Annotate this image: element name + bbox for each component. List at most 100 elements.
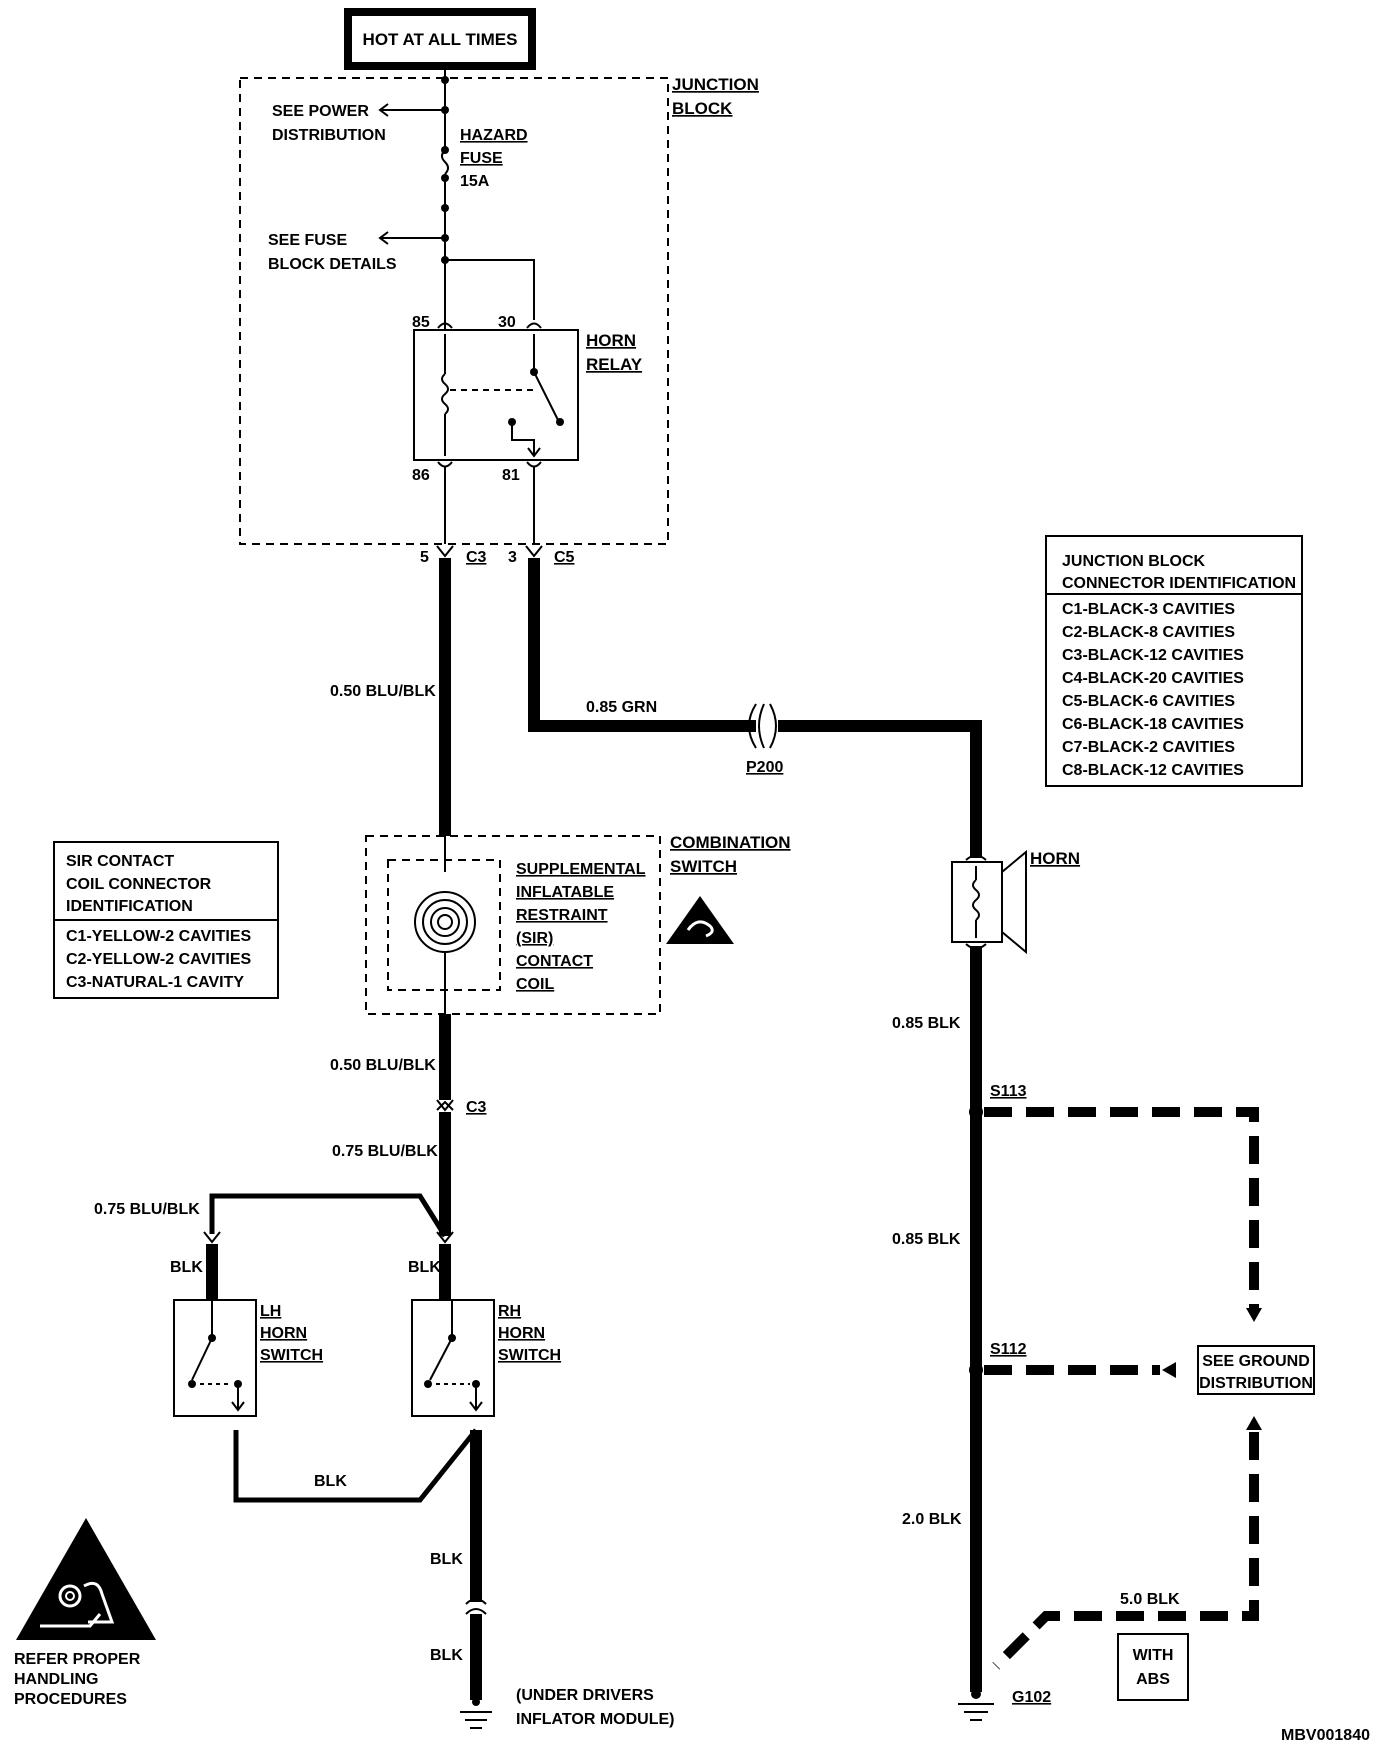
p200-connector	[748, 703, 777, 749]
with-abs-label-1: WITH	[1133, 1647, 1174, 1664]
junction-block-feed	[378, 70, 535, 330]
horn-label: HORN	[1030, 849, 1080, 868]
splice-s113	[969, 1105, 983, 1119]
refer-proper-label-3: PROCEDURES	[14, 1691, 127, 1708]
p200-label: P200	[746, 759, 783, 776]
combination-switch-label-2: SWITCH	[670, 857, 737, 876]
see-power-label-2: DISTRIBUTION	[272, 127, 386, 144]
jb-table-row: C4-BLACK-20 CAVITIES	[1062, 670, 1244, 687]
junction-block-table	[1045, 535, 1303, 787]
sir-warning-icon	[666, 896, 734, 944]
junction-block-label-1: JUNCTION	[672, 75, 759, 94]
see-ground-label-2: DISTRIBUTION	[1199, 1375, 1313, 1392]
wire-label-20-blk: 2.0 BLK	[902, 1511, 962, 1528]
jb-conn-c5: C5	[554, 549, 575, 566]
jb-pin-5: 5	[420, 549, 429, 566]
sir-table-row: C1-YELLOW-2 CAVITIES	[66, 928, 252, 945]
wire-blk-switch-join	[233, 1428, 478, 1503]
wire-grn-to-horn	[778, 720, 982, 858]
see-power-label-1: SEE POWER	[272, 103, 369, 120]
rh-switch-label-3: SWITCH	[498, 1347, 561, 1364]
wire-label-blk-bottom: BLK	[314, 1473, 347, 1490]
sir-coil-label-6: COIL	[516, 976, 554, 993]
jb-table-header-1: JUNCTION BLOCK	[1062, 553, 1206, 570]
jb-table-row: C3-BLACK-12 CAVITIES	[1062, 647, 1244, 664]
horn-symbol	[951, 849, 1027, 955]
c3-lower-connector	[436, 1099, 454, 1112]
sir-table-header-2: COIL CONNECTOR	[66, 876, 212, 893]
sir-coil-label-4: (SIR)	[516, 930, 553, 947]
hot-at-all-times-label: HOT AT ALL TIMES	[363, 30, 518, 49]
hazard-fuse-label-1: HAZARD	[460, 127, 528, 144]
see-ground-box	[1197, 1345, 1315, 1395]
with-abs-box	[1117, 1633, 1189, 1701]
wire-label-075-blu-blk-left: 0.75 BLU/BLK	[94, 1201, 200, 1218]
combination-switch	[365, 835, 661, 1015]
g102-label: G102	[1012, 1689, 1051, 1706]
ground-dashed-abs	[992, 1432, 1259, 1670]
jb-table-header-2: CONNECTOR IDENTIFICATION	[1062, 575, 1296, 592]
sir-coil-label-2: INFLATABLE	[516, 884, 614, 901]
relay-pin-86: 86	[412, 467, 430, 484]
wire-label-blk-lower-2: BLK	[430, 1647, 463, 1664]
wire-label-50-blk: 5.0 BLK	[1120, 1591, 1180, 1608]
sir-table-row: C3-NATURAL-1 CAVITY	[66, 974, 244, 991]
refer-proper-label-1: REFER PROPER	[14, 1651, 141, 1668]
hazard-fuse-rating: 15A	[460, 173, 490, 190]
wire-label-blk-lh: BLK	[170, 1259, 203, 1276]
relay-pin-81: 81	[502, 467, 520, 484]
lh-switch-label-2: HORN	[260, 1325, 307, 1342]
junction-block-outline	[239, 77, 669, 545]
wire-label-050-blu-blk-mid: 0.50 BLU/BLK	[330, 1057, 436, 1074]
diagram-id: MBV001840	[1281, 1727, 1370, 1744]
refer-proper-label-2: HANDLING	[14, 1671, 98, 1688]
see-ground-label-1: SEE GROUND	[1202, 1353, 1310, 1370]
wire-label-blk-rh: BLK	[408, 1259, 441, 1276]
jb-table-row: C2-BLACK-8 CAVITIES	[1062, 624, 1235, 641]
lh-switch-label-3: SWITCH	[260, 1347, 323, 1364]
junction-block-label-2: BLOCK	[672, 99, 733, 118]
rh-switch-label-2: HORN	[498, 1325, 545, 1342]
ground-dashed-s113	[984, 1107, 1259, 1310]
sir-connector-table	[53, 841, 279, 999]
wire-label-085-blk-mid: 0.85 BLK	[892, 1231, 961, 1248]
hazard-fuse-label-2: FUSE	[460, 150, 503, 167]
s112-label: S112	[990, 1341, 1027, 1358]
jb-conn-c3: C3	[466, 549, 487, 566]
jb-table-row: C8-BLACK-12 CAVITIES	[1062, 762, 1244, 779]
with-abs-label-2: ABS	[1136, 1671, 1170, 1688]
see-fuse-block-label-1: SEE FUSE	[268, 232, 347, 249]
ground-symbol-driver	[460, 1698, 492, 1729]
under-drivers-label-1: (UNDER DRIVERS	[516, 1687, 654, 1704]
ground-symbol-g102	[958, 1689, 994, 1721]
jb-table-row: C5-BLACK-6 CAVITIES	[1062, 693, 1235, 710]
wire-grn	[528, 558, 756, 732]
jb-table-row: C1-BLACK-3 CAVITIES	[1062, 601, 1235, 618]
horn-relay	[413, 322, 579, 468]
wire-label-085-grn: 0.85 GRN	[586, 699, 657, 716]
sir-table-header-1: SIR CONTACT	[66, 853, 174, 870]
wire-label-blk-lower-1: BLK	[430, 1551, 463, 1568]
wire-label-075-blu-blk-main: 0.75 BLU/BLK	[332, 1143, 438, 1160]
sir-table-row: C2-YELLOW-2 CAVITIES	[66, 951, 252, 968]
rh-switch-label-1: RH	[498, 1303, 521, 1320]
lh-horn-switch	[173, 1299, 257, 1417]
wire-label-085-blk-top: 0.85 BLK	[892, 1015, 961, 1032]
sir-coil-label-5: CONTACT	[516, 953, 593, 970]
wire-label-050-blu-blk-top: 0.50 BLU/BLK	[330, 683, 436, 700]
relay-pin-30: 30	[498, 314, 516, 331]
s113-label: S113	[990, 1083, 1027, 1100]
see-fuse-block-label-2: BLOCK DETAILS	[268, 256, 397, 273]
sir-table-header-3: IDENTIFICATION	[66, 898, 193, 915]
splice-s112	[969, 1363, 983, 1377]
jb-table-row: C6-BLACK-18 CAVITIES	[1062, 716, 1244, 733]
jb-pin-3: 3	[508, 549, 517, 566]
rh-horn-switch	[411, 1299, 495, 1417]
relay-pin-85: 85	[412, 314, 430, 331]
c3-lower-label: C3	[466, 1099, 487, 1116]
wire-blu-blk-lh-branch	[209, 1193, 448, 1238]
horn-relay-label-2: RELAY	[586, 355, 643, 374]
jb-connectors	[436, 545, 543, 558]
sir-coil-label-1: SUPPLEMENTAL	[516, 861, 646, 878]
